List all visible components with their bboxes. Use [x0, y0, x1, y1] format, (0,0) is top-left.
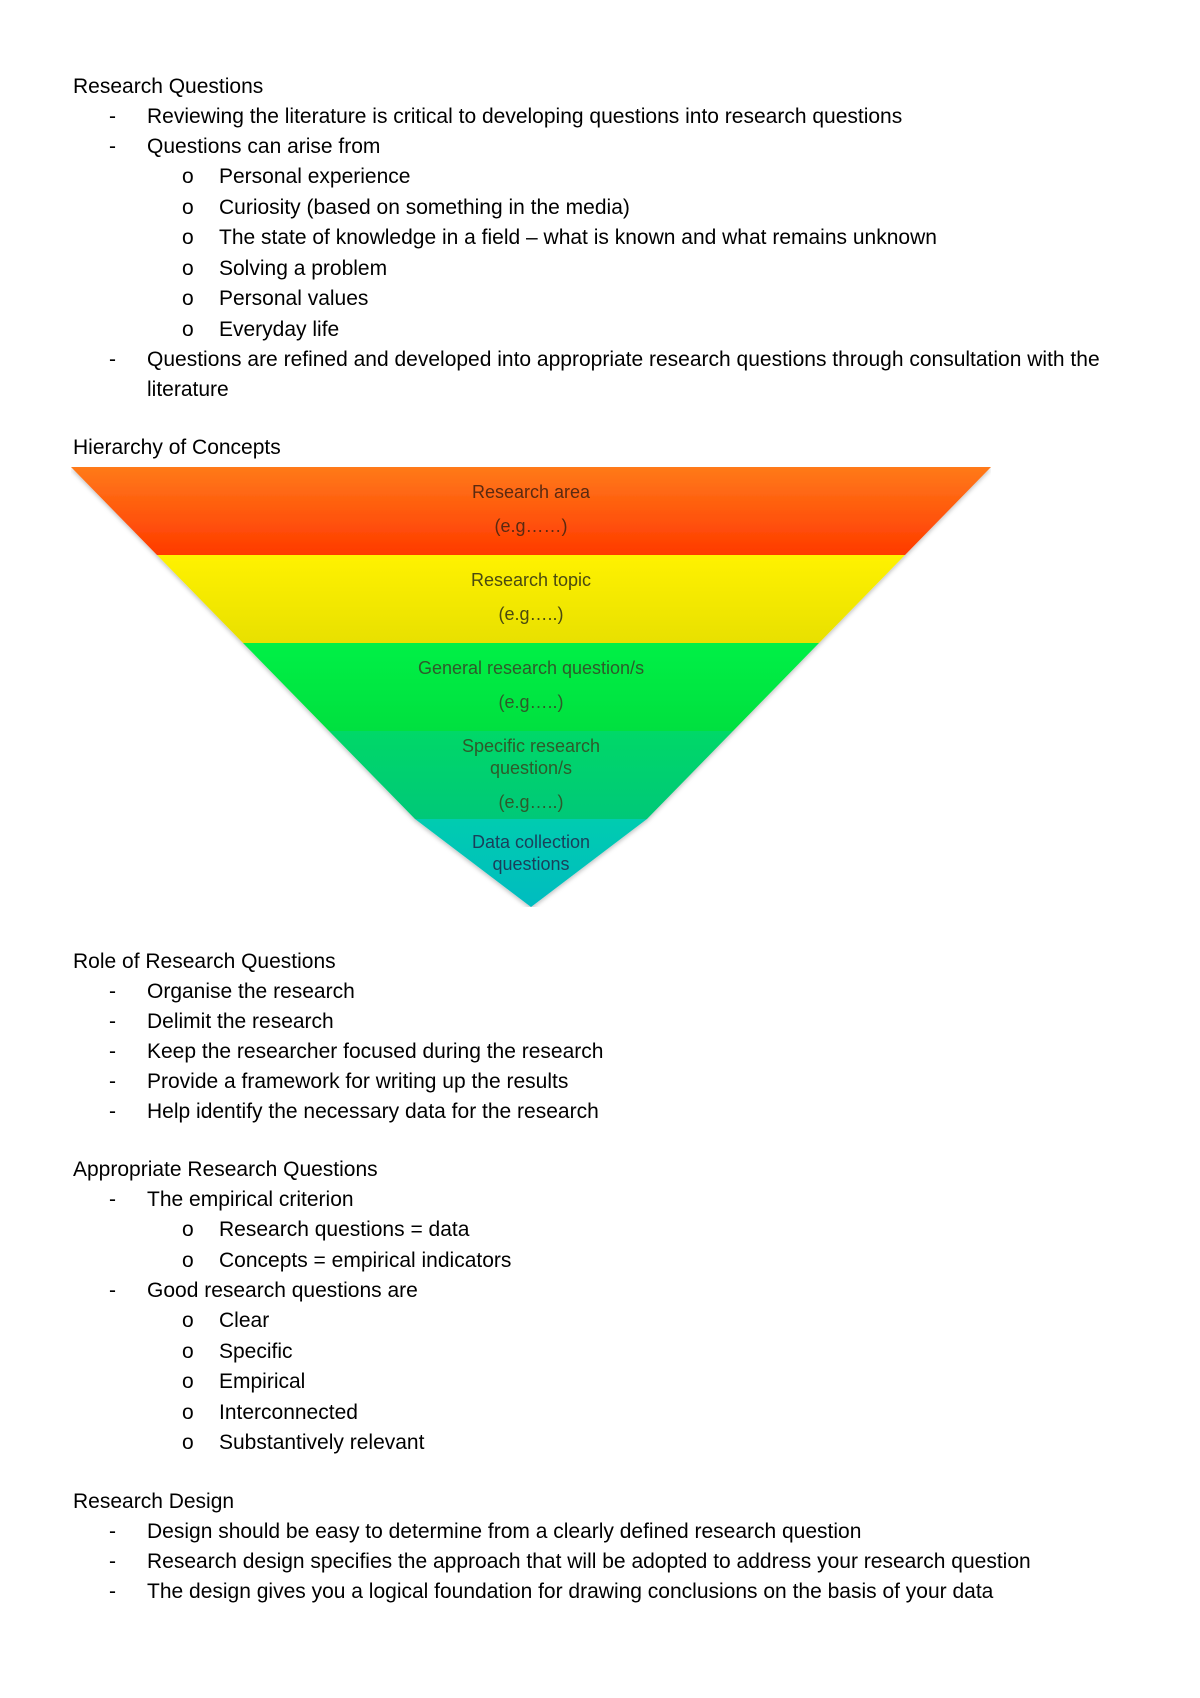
tier-example: (e.g…..) [498, 792, 564, 812]
section-title-research-questions: Research Questions [73, 75, 264, 98]
sub-list: Personal experience Curiosity (based on … [147, 162, 1143, 345]
tier-example: (e.g……) [494, 516, 568, 536]
tier-label: Data collection questions [471, 832, 591, 874]
tier-example: (e.g…..) [498, 604, 564, 624]
tier-general-question-text: General research question/s (e.g…..) [331, 657, 731, 713]
list-item: Questions are refined and developed into… [73, 345, 1143, 405]
list-item-text: The empirical criterion [147, 1188, 354, 1211]
appropriate-list: The empirical criterion Research questio… [73, 1185, 1143, 1459]
sub-list-item: Everyday life [146, 315, 1143, 346]
sub-list-item: The state of knowledge in a field – what… [146, 223, 1143, 254]
tier-label: General research question/s [417, 658, 645, 678]
list-item: Provide a framework for writing up the r… [73, 1067, 1143, 1097]
section-title-hierarchy: Hierarchy of Concepts [73, 436, 281, 459]
pyramid-tier-research-area [71, 467, 991, 555]
list-item: Help identify the necessary data for the… [73, 1097, 1143, 1127]
sub-list-item: Substantively relevant [146, 1428, 1143, 1459]
hierarchy-pyramid: Research area (e.g……) Research topic (e.… [71, 467, 991, 907]
tier-research-topic-text: Research topic (e.g…..) [331, 569, 731, 625]
pyramid-tier-general-question [243, 643, 819, 731]
sub-list-item: Clear [146, 1306, 1143, 1337]
section-title-role: Role of Research Questions [73, 950, 336, 973]
list-item: The empirical criterion Research questio… [73, 1185, 1143, 1276]
list-item: Delimit the research [73, 1007, 1143, 1037]
sub-list-item: Empirical [146, 1367, 1143, 1398]
list-item: Design should be easy to determine from … [73, 1517, 1143, 1547]
pyramid-tier-data-collection [415, 819, 647, 907]
sub-list-item: Interconnected [146, 1398, 1143, 1429]
role-list: Organise the research Delimit the resear… [73, 977, 1143, 1127]
tier-label: Research area [471, 482, 591, 502]
document-page: Research Questions Reviewing the literat… [71, 72, 1143, 1607]
list-item: Good research questions are Clear Specif… [73, 1276, 1143, 1459]
pyramid-tier-research-topic [157, 555, 905, 643]
tier-data-collection-text: Data collection questions [451, 831, 611, 875]
tier-research-area-text: Research area (e.g……) [331, 481, 731, 537]
sub-list: Research questions = data Concepts = emp… [147, 1215, 1143, 1276]
tier-label: Specific research question/s [461, 736, 601, 778]
list-item-text: Questions can arise from [147, 135, 381, 158]
design-list: Design should be easy to determine from … [73, 1517, 1143, 1607]
section-title-design: Research Design [73, 1489, 235, 1513]
list-item: Organise the research [73, 977, 1143, 1007]
list-item: Research design specifies the approach t… [73, 1547, 1143, 1577]
sub-list-item: Personal experience [146, 162, 1143, 193]
list-item: Questions can arise from Personal experi… [73, 132, 1143, 345]
tier-label: Research topic [470, 570, 592, 590]
list-item: Reviewing the literature is critical to … [73, 102, 1143, 132]
sub-list-item: Specific [146, 1337, 1143, 1368]
sub-list: Clear Specific Empirical Interconnected … [147, 1306, 1143, 1459]
tier-example: (e.g…..) [498, 692, 564, 712]
sub-list-item: Solving a problem [146, 254, 1143, 285]
list-item: Keep the researcher focused during the r… [73, 1037, 1143, 1067]
research-questions-list: Reviewing the literature is critical to … [73, 102, 1143, 405]
pyramid-tier-specific-question [329, 731, 733, 819]
list-item: The design gives you a logical foundatio… [73, 1577, 1143, 1607]
section-title-appropriate: Appropriate Research Questions [73, 1158, 378, 1181]
sub-list-item: Research questions = data [146, 1215, 1143, 1246]
sub-list-item: Concepts = empirical indicators [146, 1246, 1143, 1277]
list-item-text: Good research questions are [147, 1279, 418, 1302]
tier-specific-question-text: Specific research question/s (e.g…..) [431, 735, 631, 813]
sub-list-item: Curiosity (based on something in the med… [146, 193, 1143, 224]
sub-list-item: Personal values [146, 284, 1143, 315]
pyramid-graphic [71, 467, 991, 907]
